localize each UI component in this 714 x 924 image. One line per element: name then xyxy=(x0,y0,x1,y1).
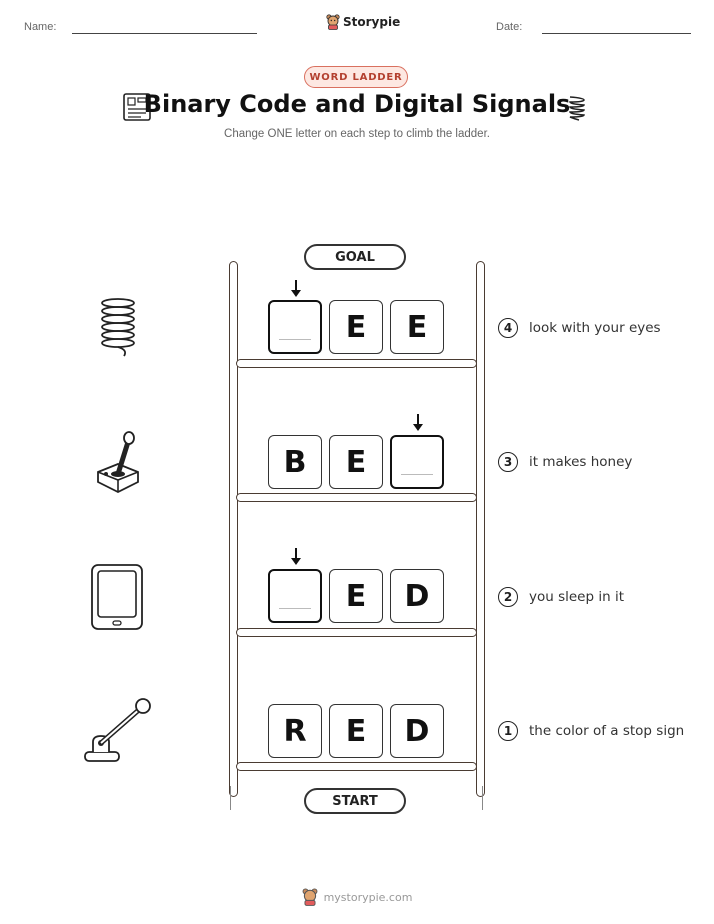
ladder-rung xyxy=(236,628,477,637)
clue-text: you sleep in it xyxy=(529,589,624,605)
letter-tile: R xyxy=(268,704,322,758)
arrow-down-icon xyxy=(291,280,301,297)
letter-tile: D xyxy=(390,704,444,758)
tablet-icon xyxy=(91,564,143,630)
date-label: Date: xyxy=(496,21,523,33)
brand-logo: Storypie xyxy=(326,14,400,30)
letter-blank-input[interactable] xyxy=(390,435,444,489)
bear-icon xyxy=(326,14,340,30)
step-number: 4 xyxy=(498,318,518,338)
clue-text: it makes honey xyxy=(529,454,633,470)
step-number: 2 xyxy=(498,587,518,607)
lever-icon xyxy=(84,698,151,762)
joystick-icon xyxy=(97,431,139,494)
letter-blank-input[interactable] xyxy=(268,569,322,623)
step-number: 1 xyxy=(498,721,518,741)
arrow-down-icon xyxy=(413,414,423,431)
date-line[interactable] xyxy=(542,33,691,34)
ladder-rung xyxy=(236,359,477,368)
page-subtitle: Change ONE letter on each step to climb … xyxy=(224,128,490,140)
goal-label: GOAL xyxy=(304,244,406,270)
letter-tile: E xyxy=(329,435,383,489)
letter-tile: D xyxy=(390,569,444,623)
arrow-down-icon xyxy=(291,548,301,565)
letter-tile: E xyxy=(390,300,444,354)
letter-blank-input[interactable] xyxy=(268,300,322,354)
circuit-board-icon xyxy=(123,93,151,121)
spring-icon xyxy=(101,298,135,357)
name-line[interactable] xyxy=(72,33,257,34)
word-ladder-tag: WORD LADDER xyxy=(304,66,408,88)
letter-tile: E xyxy=(329,569,383,623)
ladder-rail-right xyxy=(476,261,485,797)
name-label: Name: xyxy=(24,21,57,33)
start-label: START xyxy=(304,788,406,814)
bear-icon xyxy=(302,888,318,906)
brand-name: Storypie xyxy=(343,15,401,29)
rail-foot-left xyxy=(230,786,231,810)
letter-tile: E xyxy=(329,704,383,758)
letter-tile: E xyxy=(329,300,383,354)
ladder-rung xyxy=(236,493,477,502)
ladder-rail-left xyxy=(229,261,238,797)
small-spring-icon xyxy=(569,96,585,121)
step-number: 3 xyxy=(498,452,518,472)
page-title: Binary Code and Digital Signals xyxy=(143,90,571,118)
letter-tile: B xyxy=(268,435,322,489)
ladder-rung xyxy=(236,762,477,771)
clue-text: look with your eyes xyxy=(529,320,661,336)
footer-url[interactable]: mystorypie.com xyxy=(323,890,413,904)
footer: mystorypie.com xyxy=(0,888,714,906)
rail-foot-right xyxy=(482,786,483,810)
clue-text: the color of a stop sign xyxy=(529,723,685,739)
